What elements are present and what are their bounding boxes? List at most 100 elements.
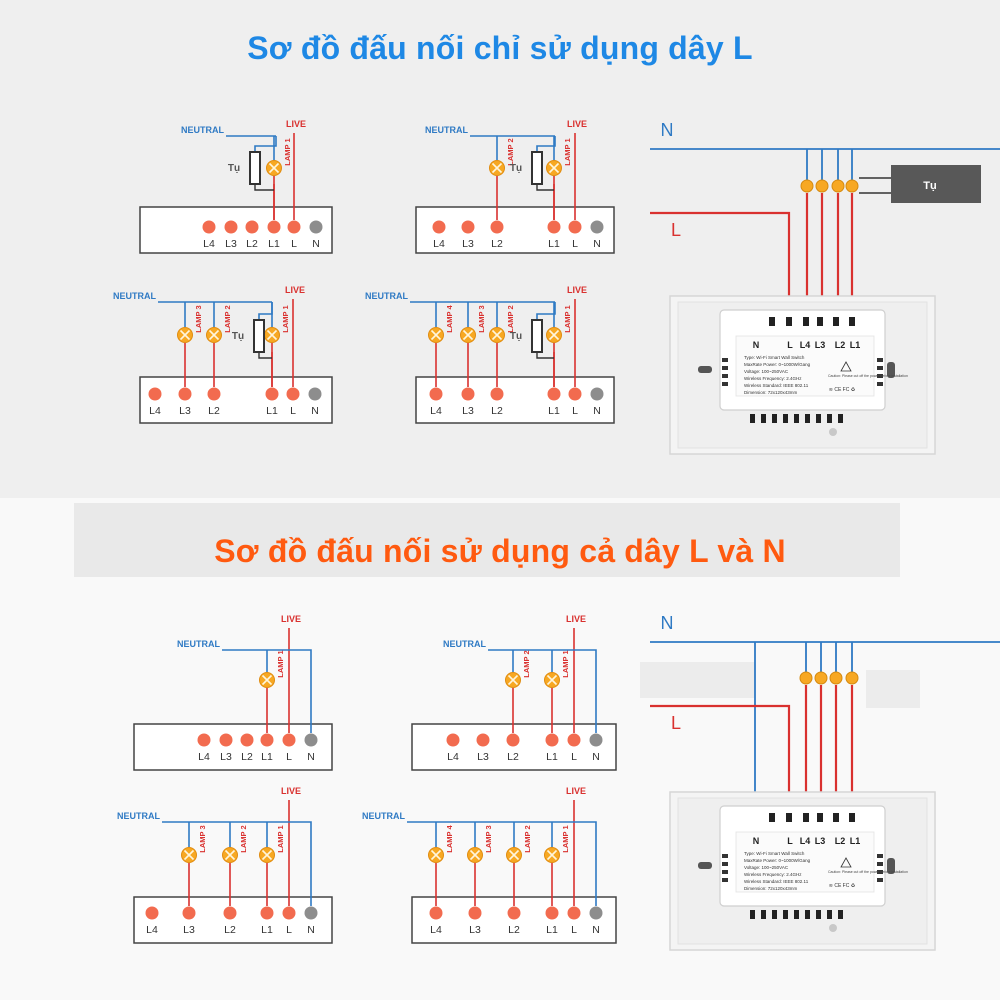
terminal-label-L: L	[291, 238, 297, 250]
vent-bottom	[838, 910, 843, 919]
terminal-L3	[182, 906, 196, 920]
terminal-L2	[223, 906, 237, 920]
terminal-label-L4: L4	[149, 405, 161, 417]
terminal-L2	[245, 220, 259, 234]
lamp-label: LAMP 1	[563, 305, 572, 332]
lamp-cross	[430, 329, 442, 341]
live-label: LIVE	[566, 786, 586, 796]
cap-neutral	[254, 136, 277, 152]
terminal-label-L3: L3	[220, 751, 232, 763]
capacitor-label: Tụ	[228, 163, 240, 174]
lamp-cross	[208, 329, 220, 341]
lamp-label: LAMP 4	[445, 304, 454, 332]
load-connector	[800, 179, 814, 193]
spec-terminal-L1: L1	[850, 340, 861, 350]
spec-standard: Wireless Standard: IEEE 802.11	[744, 383, 809, 388]
cap-neutral	[536, 136, 556, 152]
vent-bottom	[761, 910, 766, 919]
terminal-label-L3: L3	[469, 924, 481, 936]
vent-left	[722, 854, 728, 858]
spec-label	[735, 335, 875, 397]
terminal-screw	[786, 813, 792, 822]
spec-terminal-L4: L4	[800, 340, 811, 350]
terminal-N	[590, 387, 604, 401]
terminal-N	[590, 220, 604, 234]
terminal-label-L3: L3	[179, 405, 191, 417]
terminal-L	[568, 220, 582, 234]
spec-standard: Wireless Standard: IEEE 802.11	[744, 879, 809, 884]
vent-bottom	[783, 414, 788, 423]
terminal-label-L2: L2	[491, 238, 503, 250]
l-incoming	[650, 704, 791, 818]
terminal-label-N: N	[312, 238, 320, 250]
terminal-label-L2: L2	[246, 238, 258, 250]
spec-max_power: MaxRate Power: 0~1000W/Gang	[744, 858, 811, 863]
terminal-L2	[507, 906, 521, 920]
terminal-L1	[545, 906, 559, 920]
warning-icon	[840, 857, 852, 868]
terminal-N	[308, 387, 322, 401]
lamp-cross	[491, 329, 503, 341]
lamp-cross	[268, 162, 280, 174]
vent-bottom	[750, 910, 755, 919]
lamp-label: LAMP 2	[506, 138, 515, 165]
terminal-label-L3: L3	[477, 751, 489, 763]
lamp-cross	[469, 849, 481, 861]
terminal-label-L1: L1	[261, 751, 273, 763]
lamp-label: LAMP 2	[506, 305, 515, 332]
terminal-L1	[547, 387, 561, 401]
terminal-label-L4: L4	[430, 405, 442, 417]
terminal-L	[287, 220, 301, 234]
terminal-L4	[429, 906, 443, 920]
lamp-label: LAMP 4	[445, 824, 454, 852]
spec-type: Type: Wi-Fi Smart Wall Switch	[744, 355, 805, 360]
spec-type: Type: Wi-Fi Smart Wall Switch	[744, 851, 805, 856]
cap-neutral	[258, 302, 273, 320]
neutral-label: NEUTRAL	[425, 125, 468, 135]
live-label: LIVE	[286, 119, 306, 129]
neutral-bus	[162, 821, 312, 906]
terminal-label-N: N	[593, 405, 601, 417]
vent-right	[877, 382, 883, 386]
terminal-label-L4: L4	[433, 238, 445, 250]
cap-lead	[536, 184, 554, 191]
switch-box	[411, 723, 617, 771]
terminal-L2	[506, 733, 520, 747]
terminal-screw	[786, 317, 792, 326]
neutral-label: NEUTRAL	[365, 291, 408, 301]
neutral-label: NEUTRAL	[117, 811, 160, 821]
capacitor-label: Tụ	[510, 331, 522, 342]
terminal-screw	[849, 813, 855, 822]
terminal-L1	[260, 906, 274, 920]
terminal-N	[589, 733, 603, 747]
terminal-L3	[219, 733, 233, 747]
lamp-cross	[224, 849, 236, 861]
capacitor-label: Tụ	[510, 163, 522, 174]
switch-box	[133, 896, 333, 944]
terminal-label-L: L	[572, 238, 578, 250]
lamp-label: LAMP 1	[276, 825, 285, 852]
lamp-label: LAMP 3	[477, 305, 486, 332]
terminal-label-L1: L1	[261, 924, 273, 936]
vent-right	[877, 374, 883, 378]
l-incoming	[650, 211, 791, 322]
spec-terminal-L3: L3	[815, 836, 826, 846]
neutral-label: NEUTRAL	[113, 291, 156, 301]
lamp-label: LAMP 3	[194, 305, 203, 332]
vent-left	[722, 862, 728, 866]
terminal-label-N: N	[593, 238, 601, 250]
vent-bottom	[794, 414, 799, 423]
vent-bottom	[772, 910, 777, 919]
warning-icon	[840, 361, 852, 372]
l-incoming-label: L	[671, 713, 681, 733]
live-label: LIVE	[281, 614, 301, 624]
terminal-label-L2: L2	[491, 405, 503, 417]
terminal-L3	[468, 906, 482, 920]
terminal-label-L3: L3	[225, 238, 237, 250]
capacitor-box-label: Tụ	[923, 180, 936, 192]
terminal-L1	[265, 387, 279, 401]
